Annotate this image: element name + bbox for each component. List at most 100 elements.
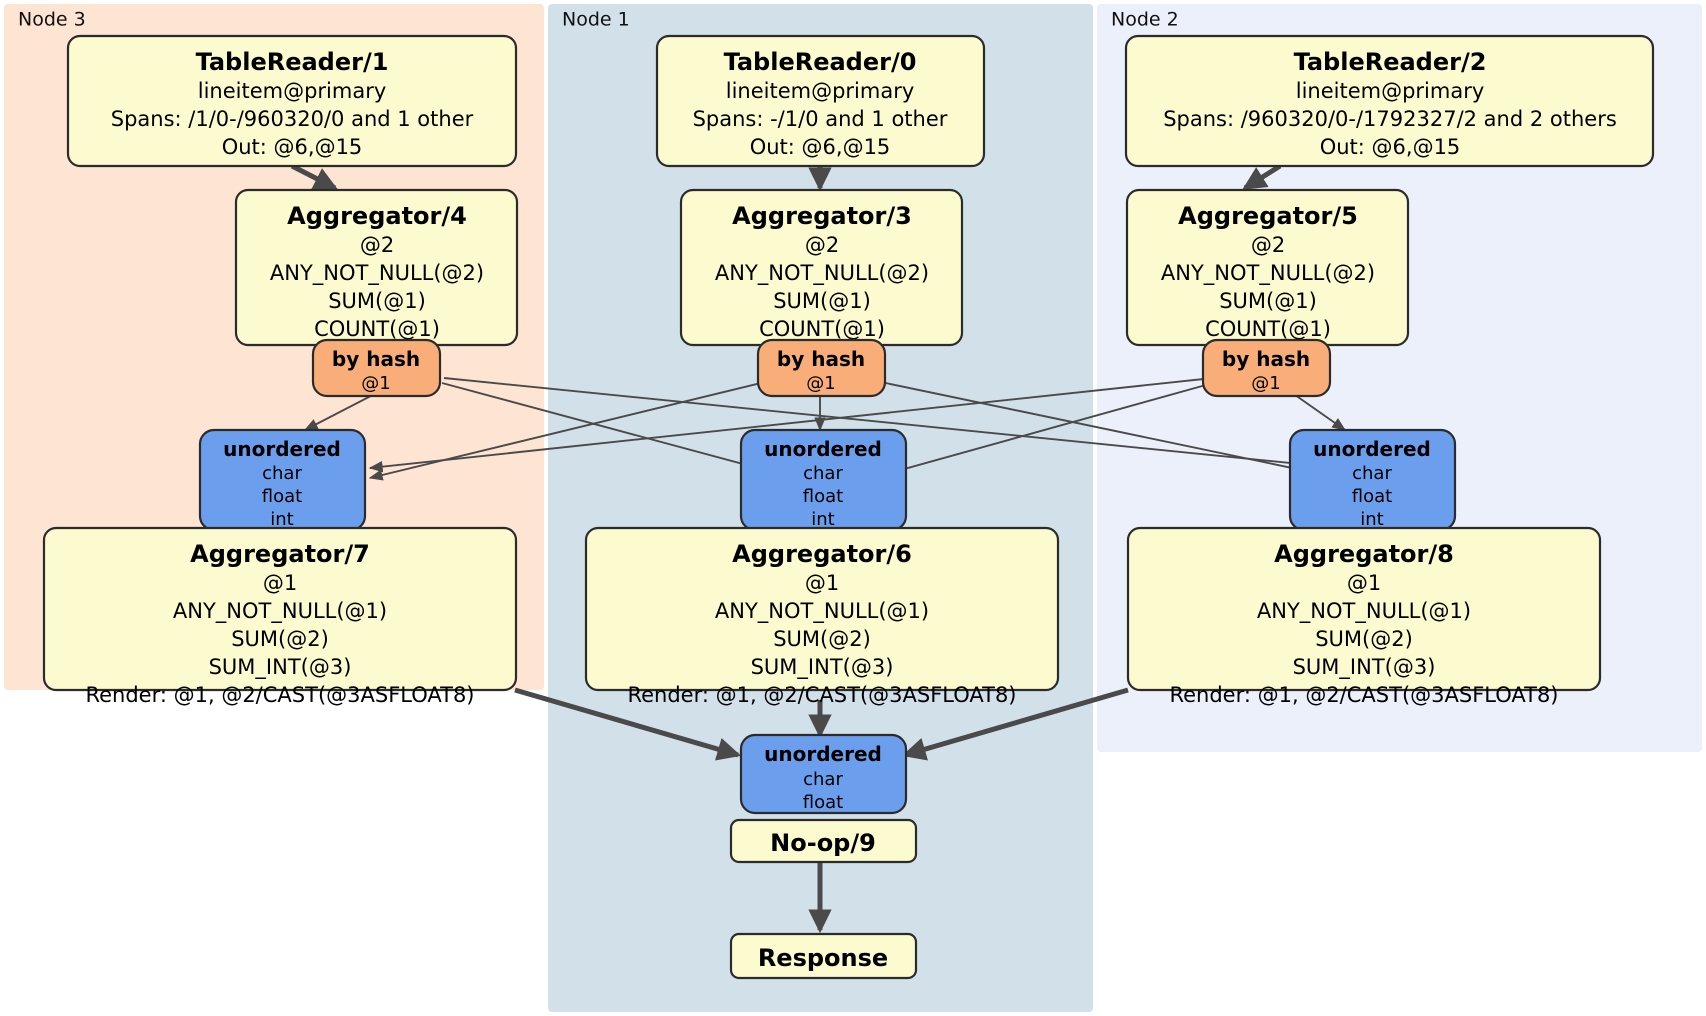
router-by-hash-right-column: @1 [1251, 373, 1280, 394]
table-reader-0-box[interactable] [655, 34, 986, 168]
aggregator-6-func-1: ANY_NOT_NULL(@1) [715, 599, 929, 624]
response-node[interactable]: Response [729, 932, 918, 980]
router-by-hash-mid-column: @1 [806, 373, 835, 394]
aggregator-7[interactable]: Aggregator/7 @1 ANY_NOT_NULL(@1) SUM(@2)… [42, 526, 518, 707]
aggregator-6-group: @1 [805, 571, 839, 595]
final-synchronizer-box[interactable] [739, 733, 908, 815]
edges-hash-mesh [303, 377, 1347, 481]
table-reader-0-source: lineitem@primary [726, 79, 915, 103]
synchronizer-mid-title: unordered [764, 437, 882, 461]
router-by-hash-right-title: by hash [1222, 347, 1310, 371]
edge-hash-mid-to-sync-right [875, 380, 1342, 481]
no-op-9[interactable]: No-op/9 [729, 818, 918, 864]
aggregator-8-func-1: ANY_NOT_NULL(@1) [1257, 599, 1471, 624]
table-reader-1-title: TableReader/1 [196, 48, 389, 76]
synchronizer-mid[interactable]: unordered char float int [739, 428, 908, 532]
aggregator-3-group: @2 [805, 233, 839, 257]
aggregator-7-title: Aggregator/7 [190, 540, 370, 568]
router-by-hash-left[interactable]: by hash @1 [311, 338, 442, 398]
edge-hash-right-to-sync-mid [870, 382, 1214, 481]
table-reader-2-box[interactable] [1124, 34, 1655, 168]
router-by-hash-mid-box[interactable] [756, 338, 887, 398]
response-box[interactable] [729, 932, 918, 980]
aggregator-6-func-2: SUM(@2) [773, 627, 871, 651]
region-label-node1: Node 1 [562, 9, 630, 31]
aggregator-6[interactable]: Aggregator/6 @1 ANY_NOT_NULL(@1) SUM(@2)… [584, 526, 1060, 707]
synchronizer-right-type-1: char [1352, 463, 1392, 484]
aggregator-4-title: Aggregator/4 [287, 202, 467, 230]
aggregator-3-func-1: ANY_NOT_NULL(@2) [715, 261, 929, 286]
aggregator-6-func-3: SUM_INT(@3) [751, 655, 894, 680]
synchronizer-left[interactable]: unordered char float int [198, 428, 367, 532]
synchronizer-left-type-2: float [262, 486, 302, 507]
synchronizer-right-type-2: float [1352, 486, 1392, 507]
aggregator-5-group: @2 [1251, 233, 1285, 257]
synchronizer-mid-type-1: char [803, 463, 843, 484]
router-by-hash-mid-title: by hash [777, 347, 865, 371]
table-reader-1-box[interactable] [66, 34, 518, 168]
synchronizer-mid-type-2: float [803, 486, 843, 507]
router-by-hash-left-title: by hash [332, 347, 420, 371]
router-by-hash-mid[interactable]: by hash @1 [756, 338, 887, 398]
aggregator-8-func-2: SUM(@2) [1315, 627, 1413, 651]
aggregator-3-func-3: COUNT(@1) [759, 317, 885, 341]
table-reader-2-out: Out: @6,@15 [1320, 135, 1461, 159]
aggregator-8-box[interactable] [1126, 526, 1602, 692]
synchronizer-right[interactable]: unordered char float int [1288, 428, 1457, 532]
aggregator-5-func-2: SUM(@1) [1219, 289, 1317, 313]
table-reader-2-source: lineitem@primary [1296, 79, 1485, 103]
router-by-hash-left-box[interactable] [311, 338, 442, 398]
aggregator-4-func-2: SUM(@1) [328, 289, 426, 313]
edge-hash-right-to-sync-left [368, 377, 1214, 473]
edges-reader-to-agg1 [290, 163, 1282, 192]
synchronizer-right-title: unordered [1313, 437, 1431, 461]
aggregator-7-render: Render: @1, @2/CAST(@3ASFLOAT8) [85, 683, 474, 707]
region-node3 [4, 4, 544, 690]
edge-tr2-agg5 [1242, 163, 1282, 191]
router-by-hash-left-column: @1 [361, 373, 390, 394]
aggregator-6-box[interactable] [584, 526, 1060, 692]
aggregator-8[interactable]: Aggregator/8 @1 ANY_NOT_NULL(@1) SUM(@2)… [1126, 526, 1602, 707]
no-op-9-box[interactable] [729, 818, 918, 864]
aggregator-4-group: @2 [360, 233, 394, 257]
aggregator-8-func-3: SUM_INT(@3) [1293, 655, 1436, 680]
region-label-node2: Node 2 [1111, 9, 1179, 31]
aggregator-5-func-1: ANY_NOT_NULL(@2) [1161, 261, 1375, 286]
table-reader-0-spans: Spans: -/1/0 and 1 other [693, 107, 948, 131]
table-reader-1-out: Out: @6,@15 [222, 135, 363, 159]
table-reader-2-spans: Spans: /960320/0-/1792327/2 and 2 others [1163, 107, 1617, 131]
aggregator-8-title: Aggregator/8 [1274, 540, 1454, 568]
aggregator-7-func-2: SUM(@2) [231, 627, 329, 651]
edge-agg8-to-final-sync [901, 687, 1129, 761]
edge-agg7-to-final-sync [514, 687, 742, 761]
router-by-hash-right[interactable]: by hash @1 [1201, 338, 1332, 398]
router-by-hash-right-box[interactable] [1201, 338, 1332, 398]
final-synchronizer[interactable]: unordered char float [739, 733, 908, 815]
aggregator-5-title: Aggregator/5 [1178, 202, 1358, 230]
final-synchronizer-type-2: float [803, 792, 843, 813]
region-label-node3: Node 3 [18, 9, 86, 31]
aggregator-4-func-1: ANY_NOT_NULL(@2) [270, 261, 484, 286]
table-reader-0-title: TableReader/0 [724, 48, 917, 76]
aggregator-5-func-3: COUNT(@1) [1205, 317, 1331, 341]
aggregator-4-func-3: COUNT(@1) [314, 317, 440, 341]
response-title: Response [758, 944, 888, 972]
table-reader-0[interactable]: TableReader/0 lineitem@primary Spans: -/… [655, 34, 986, 168]
synchronizer-right-type-3: int [1360, 509, 1383, 530]
edge-hash-left-to-sync-right [443, 377, 1342, 473]
synchronizer-mid-type-3: int [811, 509, 834, 530]
table-reader-2[interactable]: TableReader/2 lineitem@primary Spans: /9… [1124, 34, 1655, 168]
synchronizer-left-title: unordered [223, 437, 341, 461]
aggregator-4[interactable]: Aggregator/4 @2 ANY_NOT_NULL(@2) SUM(@1)… [234, 188, 519, 347]
table-reader-1-source: lineitem@primary [198, 79, 387, 103]
aggregator-3[interactable]: Aggregator/3 @2 ANY_NOT_NULL(@2) SUM(@1)… [679, 188, 964, 347]
aggregator-8-group: @1 [1347, 571, 1381, 595]
table-reader-1[interactable]: TableReader/1 lineitem@primary Spans: /1… [66, 34, 518, 168]
aggregator-7-box[interactable] [42, 526, 518, 692]
edge-tr1-agg4 [290, 163, 338, 191]
table-reader-2-title: TableReader/2 [1294, 48, 1487, 76]
aggregator-5[interactable]: Aggregator/5 @2 ANY_NOT_NULL(@2) SUM(@1)… [1125, 188, 1410, 347]
aggregator-7-func-3: SUM_INT(@3) [209, 655, 352, 680]
aggregator-7-func-1: ANY_NOT_NULL(@1) [173, 599, 387, 624]
